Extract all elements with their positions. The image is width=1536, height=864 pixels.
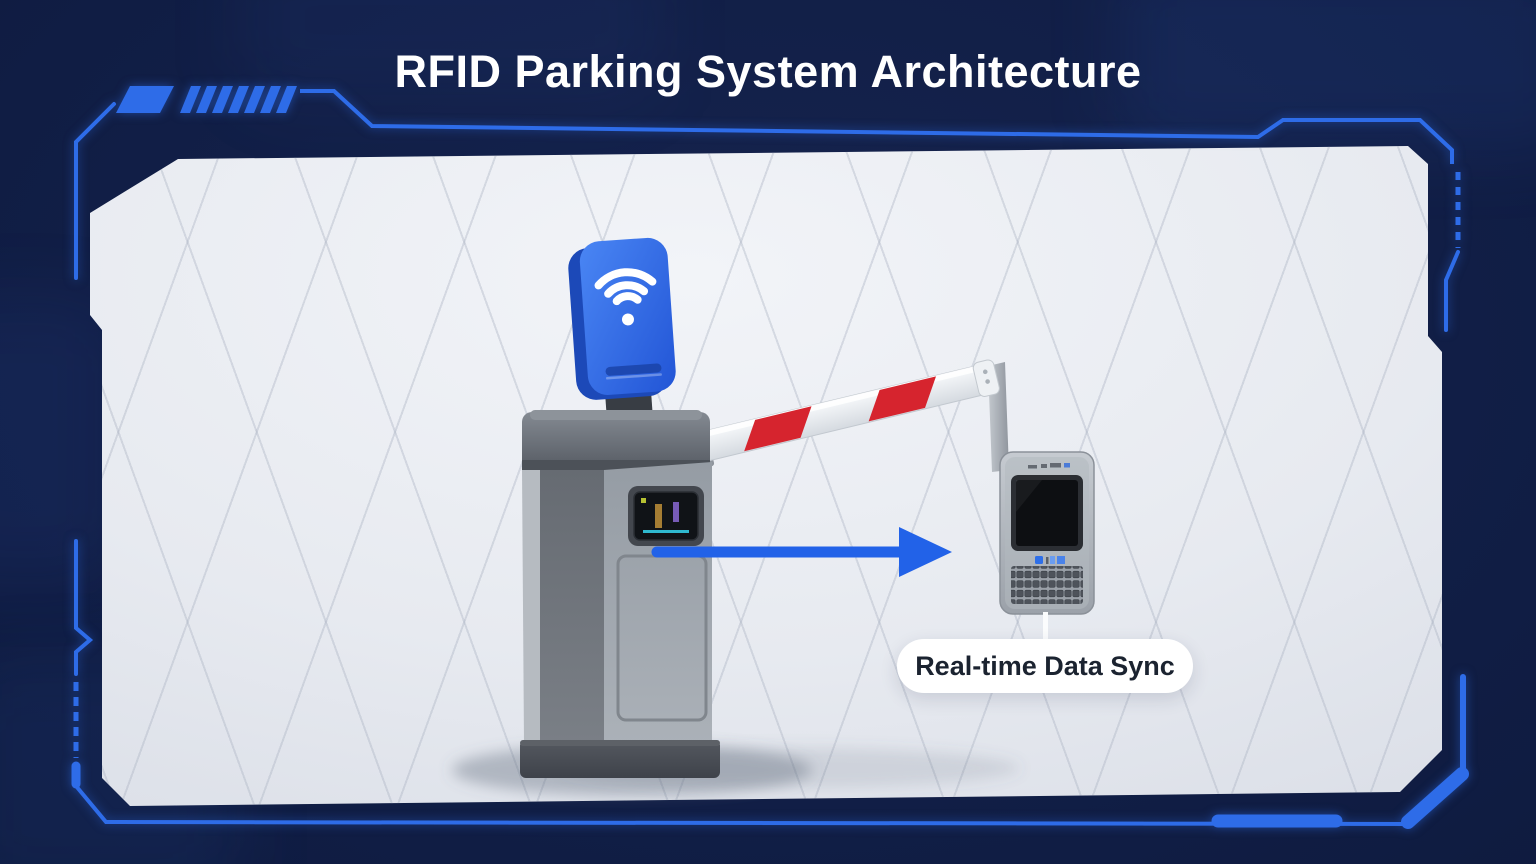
frame-left-line-bottom xyxy=(74,539,94,676)
frame-right-line xyxy=(1444,250,1460,332)
realtime-sync-label: Real-time Data Sync xyxy=(897,639,1193,693)
frame-corner-accent xyxy=(1401,767,1469,829)
page-title: RFID Parking System Architecture xyxy=(394,46,1142,97)
